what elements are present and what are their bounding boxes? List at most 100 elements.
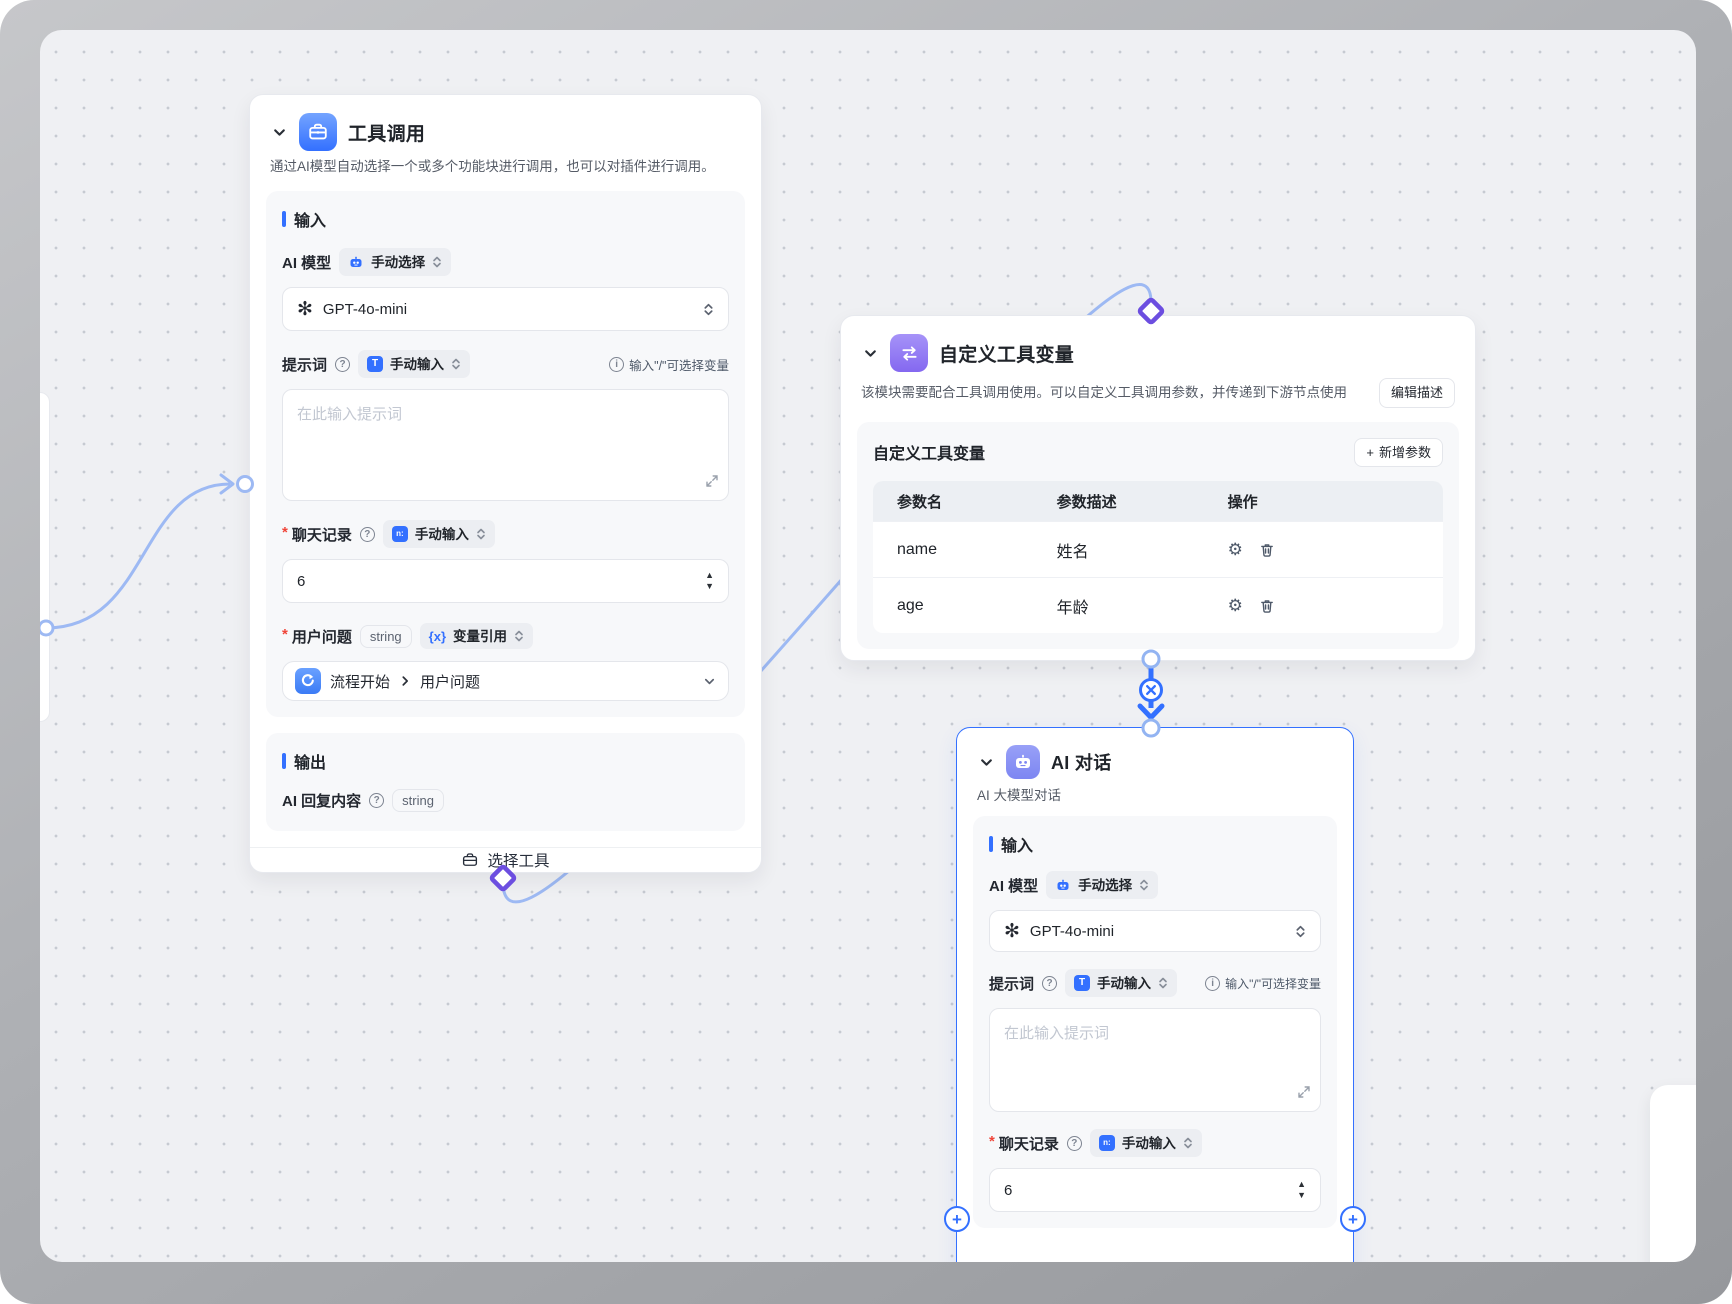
collapse-chevron-icon[interactable] <box>977 753 995 771</box>
trash-icon[interactable] <box>1259 542 1275 558</box>
param-desc: 姓名 <box>1056 543 1089 561</box>
input-panel: 输入 AI 模型 手动选择 ✻ GPT-4o-mini 提示词 <box>266 191 745 718</box>
select-tool-button[interactable]: 选择工具 <box>250 847 761 872</box>
prompt-mode-badge[interactable]: T 手动输入 <box>1065 969 1178 998</box>
number-input-icon: n: <box>391 526 408 543</box>
collapse-chevron-icon[interactable] <box>861 344 879 362</box>
expand-icon[interactable] <box>706 474 718 491</box>
model-select[interactable]: ✻ GPT-4o-mini <box>282 287 729 332</box>
table-row: name 姓名 ⚙ <box>873 521 1443 577</box>
help-icon[interactable]: ? <box>1042 975 1058 991</box>
edit-description-button[interactable]: 编辑描述 <box>1378 378 1455 408</box>
add-connection-left[interactable]: + <box>944 1206 970 1232</box>
number-stepper[interactable]: ▲ ▼ <box>705 571 714 591</box>
custom-vars-panel: 自定义工具变量 + 新增参数 参数名 参数描述 操作 name 姓名 ⚙ <box>857 421 1459 650</box>
history-mode-badge[interactable]: n: 手动输入 <box>382 520 495 549</box>
node-ai-chat[interactable]: AI 对话 AI 大模型对话 输入 AI 模型 手动选择 ✻ GPT-4o-mi… <box>956 727 1354 1262</box>
node-title: AI 对话 <box>1051 753 1112 773</box>
question-mode-badge[interactable]: {x} 变量引用 <box>419 623 534 650</box>
model-mode-badge[interactable]: 手动选择 <box>339 248 452 277</box>
number-stepper[interactable]: ▲ ▼ <box>1297 1180 1306 1200</box>
history-value: 6 <box>297 572 306 590</box>
robot-icon <box>348 254 364 270</box>
prompt-placeholder: 在此输入提示词 <box>297 406 403 424</box>
prompt-label: 提示词 <box>282 356 328 374</box>
prompt-textarea[interactable]: 在此输入提示词 <box>989 1008 1321 1113</box>
model-select[interactable]: ✻ GPT-4o-mini <box>989 910 1321 953</box>
help-icon[interactable]: ? <box>335 356 351 372</box>
selector-icon <box>704 303 713 315</box>
col-param-desc: 参数描述 <box>1056 493 1117 511</box>
required-mark: * <box>989 1132 995 1150</box>
node-title: 自定义工具变量 <box>939 344 1075 366</box>
collapse-chevron-icon[interactable] <box>270 123 288 141</box>
edge-delete-icon[interactable] <box>1139 678 1163 702</box>
workflow-canvas[interactable]: 工具调用 通过AI模型自动选择一个或多个功能块进行调用，也可以对插件进行调用。 … <box>40 30 1696 1262</box>
section-bar <box>282 211 286 228</box>
reply-label: AI 回复内容 <box>282 792 362 810</box>
node-tool-call-header: 工具调用 <box>250 95 761 151</box>
history-number-input[interactable]: 6 ▲ ▼ <box>282 559 729 604</box>
collapsed-side-panel[interactable] <box>1650 1085 1696 1262</box>
stepper-down-icon[interactable]: ▼ <box>705 581 714 592</box>
param-name: age <box>897 596 924 614</box>
history-number-input[interactable]: 6 ▲ ▼ <box>989 1168 1321 1213</box>
selector-icon <box>452 358 460 370</box>
history-value: 6 <box>1004 1181 1013 1199</box>
edge-arrowhead <box>1137 703 1165 720</box>
trash-icon[interactable] <box>1259 598 1275 614</box>
breadcrumb-chevron-icon <box>402 676 409 686</box>
chevron-down-icon <box>704 678 715 684</box>
variable-ref-icon: {x} <box>428 628 447 644</box>
question-ref-select[interactable]: 流程开始 用户问题 <box>282 661 729 702</box>
add-param-button[interactable]: + 新增参数 <box>1354 437 1443 468</box>
model-mode-badge[interactable]: 手动选择 <box>1046 871 1159 900</box>
number-input-icon: n: <box>1098 1135 1115 1152</box>
text-input-icon: T <box>367 356 384 373</box>
gear-icon[interactable]: ⚙ <box>1227 540 1243 560</box>
prompt-textarea[interactable]: 在此输入提示词 <box>282 389 729 502</box>
add-connection-right[interactable]: + <box>1340 1206 1366 1232</box>
section-title: 输入 <box>294 213 327 231</box>
stepper-up-icon[interactable]: ▲ <box>1297 1179 1306 1190</box>
selector-icon <box>1159 977 1167 989</box>
output-panel: 输出 AI 回复内容 ? string <box>266 733 745 832</box>
node-title: 工具调用 <box>348 123 426 145</box>
briefcase-icon <box>299 113 337 151</box>
param-desc: 年龄 <box>1056 599 1089 617</box>
node-custom-vars-header: 自定义工具变量 <box>841 316 1475 372</box>
question-label: 用户问题 <box>291 628 352 646</box>
gear-icon[interactable]: ⚙ <box>1227 596 1243 616</box>
help-icon[interactable]: ? <box>369 792 385 808</box>
stepper-down-icon[interactable]: ▼ <box>1297 1190 1306 1201</box>
selector-icon <box>477 528 485 540</box>
help-icon[interactable]: ? <box>1066 1135 1082 1151</box>
robot-icon <box>1055 877 1071 893</box>
expand-icon[interactable] <box>1298 1085 1310 1102</box>
section-title: 输出 <box>294 755 327 773</box>
section-bar <box>989 836 993 853</box>
node-custom-vars[interactable]: 自定义工具变量 该模块需要配合工具调用使用。可以自定义工具调用参数，并传递到下游… <box>840 315 1476 661</box>
ai-model-label: AI 模型 <box>282 254 332 272</box>
params-table: 参数名 参数描述 操作 name 姓名 ⚙ age 年龄 <box>873 481 1443 634</box>
required-mark: * <box>282 523 288 541</box>
help-icon[interactable]: ? <box>359 526 375 542</box>
model-select-value: GPT-4o-mini <box>1029 922 1115 940</box>
prompt-mode-badge[interactable]: T 手动输入 <box>358 350 471 379</box>
input-panel: 输入 AI 模型 手动选择 ✻ GPT-4o-mini 提示词 <box>973 816 1337 1229</box>
node-description: 该模块需要配合工具调用使用。可以自定义工具调用参数，并传递到下游节点使用 <box>861 384 1347 400</box>
selector-icon <box>433 256 441 268</box>
openai-logo-icon: ✻ <box>297 298 313 320</box>
node-tool-call[interactable]: 工具调用 通过AI模型自动选择一个或多个功能块进行调用，也可以对插件进行调用。 … <box>249 94 762 873</box>
prompt-label: 提示词 <box>989 975 1035 993</box>
edge-start-to-tool <box>45 482 231 630</box>
section-bar <box>282 753 286 770</box>
edge-arrowhead <box>219 473 235 495</box>
history-mode-badge[interactable]: n: 手动输入 <box>1089 1129 1202 1158</box>
model-select-value: GPT-4o-mini <box>322 300 408 318</box>
info-icon: i <box>1205 975 1221 991</box>
stepper-up-icon[interactable]: ▲ <box>705 570 714 581</box>
selector-icon <box>1296 925 1305 937</box>
selector-icon <box>515 630 523 642</box>
